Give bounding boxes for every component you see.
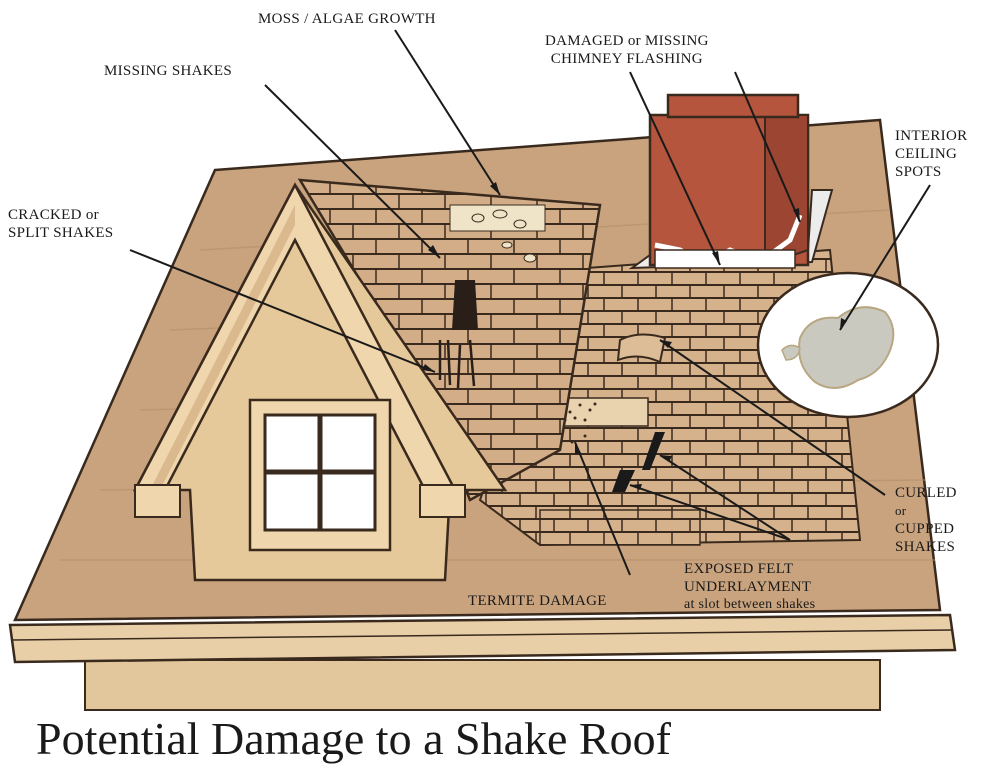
house-wall [84, 659, 881, 711]
moss-patch [449, 204, 546, 263]
label-missing-shakes: MISSING SHAKES [104, 63, 232, 79]
curled-shake [616, 333, 667, 364]
diagram-title: Potential Damage to a Shake Roof [36, 713, 671, 764]
label-moss: MOSS / ALGAE GROWTH [258, 11, 436, 27]
gutter [8, 613, 957, 664]
label-termite-damage: TERMITE DAMAGE [468, 593, 607, 609]
ceiling-stain [798, 306, 895, 389]
felt-slot [642, 432, 665, 470]
callout-lines [129, 29, 931, 576]
missing-shake-hole [452, 280, 478, 330]
